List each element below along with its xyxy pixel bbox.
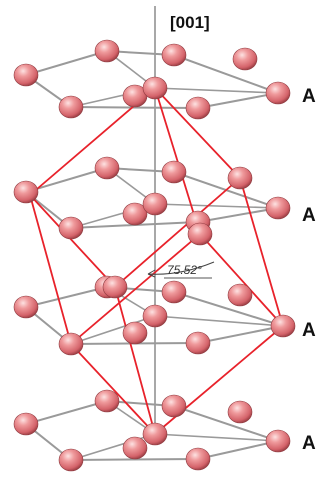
- cell-edge: [199, 233, 284, 327]
- atom: [102, 275, 128, 299]
- angle-label: 75.52°: [167, 263, 202, 277]
- atom: [270, 314, 296, 338]
- atom: [161, 43, 187, 67]
- c-axis-label: [001]: [170, 13, 210, 32]
- atom: [161, 160, 187, 184]
- cell-edge: [154, 87, 201, 235]
- atom: [94, 156, 120, 180]
- cell-edge: [29, 194, 72, 345]
- atom: [13, 295, 39, 319]
- rhombohedral-unit-cell: [29, 87, 284, 435]
- atom: [13, 412, 39, 436]
- atom: [232, 47, 258, 71]
- atom: [94, 389, 120, 413]
- atom: [142, 304, 168, 328]
- atom: [142, 76, 168, 100]
- atom: [185, 96, 211, 120]
- cell-edge: [239, 177, 284, 327]
- cell-edge: [70, 233, 201, 345]
- atom: [13, 63, 39, 87]
- cell-edge: [154, 87, 241, 179]
- cell-edge: [70, 343, 156, 435]
- layer-label-1: A: [302, 86, 316, 107]
- hex-inner-bond: [154, 315, 284, 327]
- atom: [58, 448, 84, 472]
- atom: [227, 400, 253, 424]
- atom: [227, 166, 253, 190]
- hex-inner-bond: [154, 433, 279, 442]
- layer-label-3: A: [302, 320, 316, 341]
- atom: [185, 447, 211, 471]
- layer-label-2: A: [302, 205, 316, 226]
- atom: [122, 202, 148, 226]
- layer-label-4: A: [302, 433, 316, 454]
- cell-edge: [114, 286, 156, 435]
- atom: [58, 332, 84, 356]
- atom: [185, 331, 211, 355]
- hex-inner-bond: [70, 315, 156, 345]
- atoms: [13, 39, 296, 472]
- cell-edge: [114, 177, 241, 288]
- atom: [227, 283, 253, 307]
- atom: [13, 180, 39, 204]
- atom: [122, 321, 148, 345]
- atom: [265, 196, 291, 220]
- atom: [58, 216, 84, 240]
- angle-arrow-head: [147, 269, 156, 278]
- atom: [142, 422, 168, 446]
- cell-edge: [29, 194, 116, 288]
- hex-inner-bond: [154, 203, 279, 209]
- atom: [161, 280, 187, 304]
- atom: [187, 222, 213, 246]
- atom: [265, 81, 291, 105]
- atom: [142, 192, 168, 216]
- atom: [122, 436, 148, 460]
- hex-inner-bond: [154, 87, 279, 94]
- angle-arc: [147, 261, 215, 275]
- atom: [161, 394, 187, 418]
- atom: [265, 429, 291, 453]
- atom: [58, 95, 84, 119]
- atom: [94, 39, 120, 63]
